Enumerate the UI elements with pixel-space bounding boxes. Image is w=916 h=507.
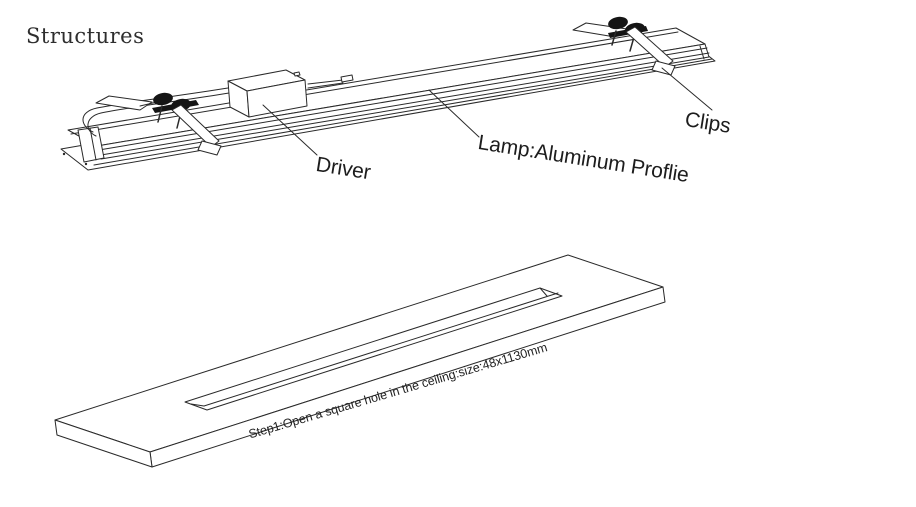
clip-spring-coil <box>153 92 173 106</box>
mounting-clip-right <box>572 16 676 76</box>
clip-strap <box>171 104 220 148</box>
clips-leader-line <box>661 67 713 111</box>
left-end-cap <box>62 126 105 166</box>
page-title: Structures <box>26 24 145 48</box>
clip-strap <box>625 26 674 68</box>
profile-top-face <box>67 27 706 147</box>
ceiling-panel-drawing <box>54 254 666 468</box>
power-wire <box>82 87 230 137</box>
cutout-slot <box>184 287 563 411</box>
aluminum-profile-body <box>67 27 710 160</box>
clip-arm <box>95 95 153 111</box>
lamp-assembly-drawing <box>60 16 716 171</box>
clip-spring-coil <box>608 16 628 30</box>
lamp-leader-line <box>428 89 480 138</box>
driver-leader-line <box>262 104 318 156</box>
panel-left-face <box>54 419 153 468</box>
clip-foot <box>197 140 222 156</box>
wire-connector <box>307 74 354 89</box>
driver-box <box>227 69 308 118</box>
mounting-clip-left <box>95 92 222 156</box>
